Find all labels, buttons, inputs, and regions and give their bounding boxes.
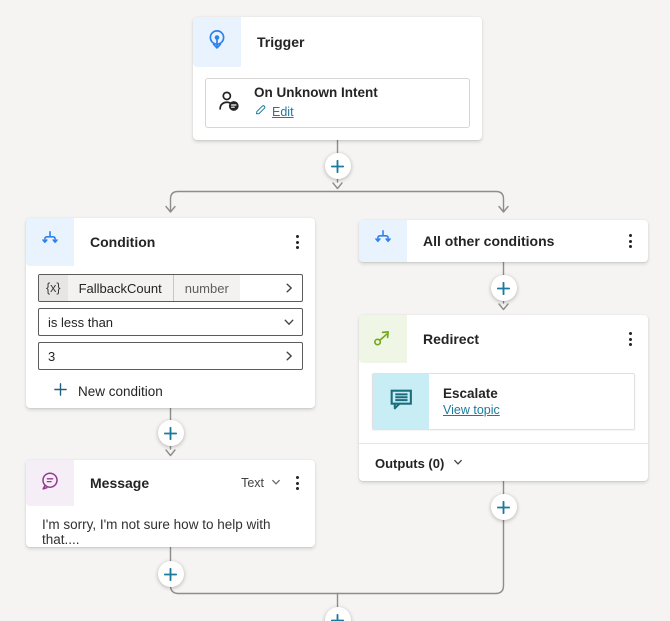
insert-node-button-after-trigger[interactable] <box>324 153 351 179</box>
message-type-value: Text <box>241 476 264 490</box>
topic-icon-cell <box>373 374 429 429</box>
insert-node-button-after-all-other-conditions[interactable] <box>490 275 517 301</box>
outputs-toggle[interactable]: Outputs (0) <box>359 443 648 483</box>
chevron-down-icon <box>452 456 464 471</box>
redirect-node-header[interactable]: Redirect <box>359 315 648 363</box>
chevron-down-icon <box>282 315 296 329</box>
condition-more-menu-icon[interactable] <box>288 229 307 255</box>
edit-link[interactable]: Edit <box>272 105 294 119</box>
insert-node-button-bottom[interactable] <box>324 607 351 621</box>
chevron-down-icon <box>270 476 282 491</box>
all-other-conditions-node: All other conditions <box>359 220 648 262</box>
chevron-right-icon <box>282 281 296 295</box>
chevron-right-icon <box>282 349 296 363</box>
variable-name: FallbackCount <box>67 275 173 301</box>
all-other-conditions-more-menu-icon[interactable] <box>621 228 640 254</box>
outputs-label: Outputs (0) <box>375 456 445 471</box>
variable-type: number <box>173 275 240 301</box>
trigger-item-title: On Unknown Intent <box>254 85 378 100</box>
redirect-icon-cell <box>359 315 407 363</box>
redirect-node: Redirect Escalate View topic <box>359 315 648 481</box>
redirect-title: Redirect <box>423 331 480 347</box>
topic-title: Escalate <box>443 386 498 401</box>
branch-icon <box>371 227 395 256</box>
operator-value: is less than <box>48 314 114 330</box>
pencil-icon <box>254 103 267 121</box>
all-other-conditions-header[interactable]: All other conditions <box>359 220 648 262</box>
view-topic-link[interactable]: View topic <box>443 403 500 417</box>
branch-icon <box>38 228 62 257</box>
trigger-node: Trigger On Unknown Intent <box>193 17 482 140</box>
topic-message-icon <box>387 385 415 418</box>
divider <box>172 275 174 301</box>
trigger-icon-cell <box>193 17 241 67</box>
condition-variable-row[interactable]: {x} FallbackCount number <box>38 274 303 302</box>
new-condition-label: New condition <box>78 383 163 399</box>
all-other-conditions-icon-cell <box>359 220 407 262</box>
message-icon-cell <box>26 460 74 506</box>
condition-value: 3 <box>48 348 56 364</box>
message-more-menu-icon[interactable] <box>288 470 307 496</box>
insert-node-button-after-message[interactable] <box>157 561 184 587</box>
plus-icon <box>54 383 67 399</box>
variable-prefix-badge: {x} <box>39 275 68 301</box>
condition-value-field[interactable]: 3 <box>38 342 303 370</box>
message-node: Message Text I'm sorry, I'm not sure how… <box>26 460 315 547</box>
trigger-icon <box>205 28 229 57</box>
trigger-node-header[interactable]: Trigger <box>193 17 482 67</box>
trigger-title: Trigger <box>257 34 305 50</box>
all-other-conditions-title: All other conditions <box>423 233 555 249</box>
redirect-more-menu-icon[interactable] <box>621 326 640 352</box>
message-icon <box>38 469 62 498</box>
condition-operator-dropdown[interactable]: is less than <box>38 308 303 336</box>
trigger-item-card[interactable]: On Unknown Intent Edit <box>205 78 470 128</box>
condition-node: Condition {x} FallbackCount number is le… <box>26 218 315 408</box>
condition-title: Condition <box>90 234 156 250</box>
new-condition-button[interactable]: New condition <box>48 382 169 400</box>
message-node-header[interactable]: Message Text <box>26 460 315 506</box>
redirect-topic-card[interactable]: Escalate View topic <box>372 373 635 430</box>
insert-node-button-after-condition[interactable] <box>157 420 184 446</box>
condition-icon-cell <box>26 218 74 266</box>
condition-node-header[interactable]: Condition <box>26 218 315 266</box>
message-text[interactable]: I'm sorry, I'm not sure how to help with… <box>42 517 271 547</box>
redirect-icon <box>372 326 394 353</box>
message-type-dropdown[interactable]: Text <box>241 476 282 491</box>
message-title: Message <box>90 475 150 491</box>
insert-node-button-after-redirect[interactable] <box>490 494 517 520</box>
person-chat-icon <box>216 88 242 119</box>
